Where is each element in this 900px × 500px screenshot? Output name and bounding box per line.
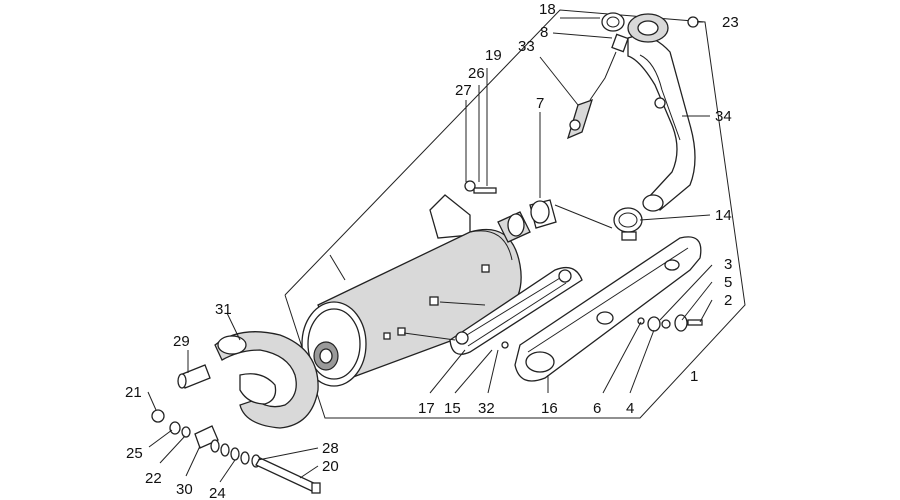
lambda-sensor [566,33,629,140]
muffler-bracket [449,266,583,355]
assembly-outline [284,9,746,419]
spacer-29 [177,364,211,389]
exhaust-pipe [627,13,696,212]
callout-33: 33 [518,38,535,55]
callout-labels: 18 8 33 19 26 27 7 23 34 14 3 5 2 1 4 6 … [125,1,739,500]
bolt-19-assembly [464,180,497,194]
nut-washer-stack [151,409,191,438]
heat-shield [514,236,702,382]
callout-21: 21 [125,384,142,401]
gasket-ring [601,12,625,32]
callout-1: 1 [690,368,698,385]
screw-stack [637,314,703,332]
callout-32: 32 [478,400,495,417]
bolt-20-assembly [210,439,321,494]
callout-26: 26 [468,65,485,82]
callout-14: 14 [715,207,732,224]
sleeve-gasket [529,199,557,229]
callout-7: 7 [536,95,544,112]
callout-18: 18 [539,1,556,18]
callout-5: 5 [724,274,732,291]
callout-20: 20 [322,458,339,475]
callout-30: 30 [176,481,193,498]
callout-29: 29 [173,333,190,350]
callout-6: 6 [593,400,601,417]
callout-8: 8 [540,24,548,41]
callout-2: 2 [724,292,732,309]
callout-27: 27 [455,82,472,99]
callout-23: 23 [722,14,739,31]
callout-4: 4 [626,400,634,417]
callout-15: 15 [444,400,461,417]
leader-lines [147,17,713,483]
callout-17: 17 [418,400,435,417]
callout-28: 28 [322,440,339,457]
callout-31: 31 [215,301,232,318]
callout-24: 24 [209,485,226,500]
pipe-clamp [613,207,643,241]
muffler-body [301,194,522,387]
callout-19: 19 [485,47,502,64]
callout-34: 34 [715,108,732,125]
nut-23 [687,16,699,28]
callout-3: 3 [724,256,732,273]
footrest-bracket [214,331,319,429]
callout-25: 25 [126,445,143,462]
callout-16: 16 [541,400,558,417]
muffler-inlet-stub [497,211,531,243]
callout-22: 22 [145,470,162,487]
